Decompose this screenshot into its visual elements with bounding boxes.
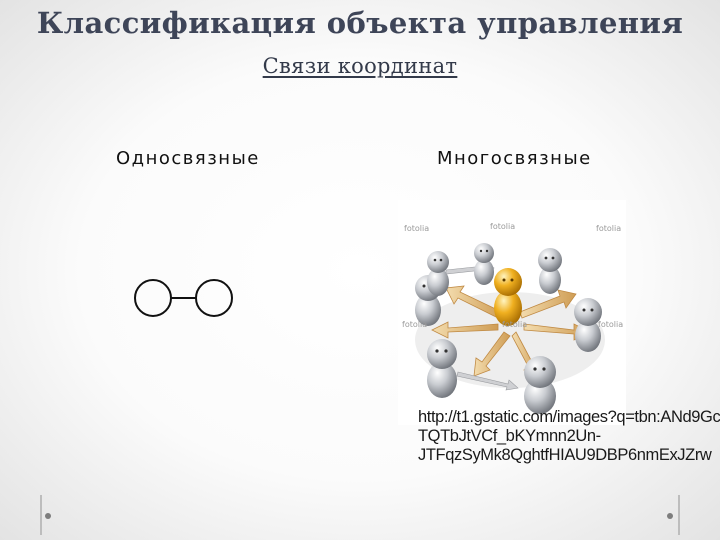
right-node-circle xyxy=(195,279,233,317)
slide-subtitle: Связи координат xyxy=(262,54,458,78)
slide-title: Классификация объекта управления xyxy=(36,6,684,40)
central-gold-figure xyxy=(494,268,522,326)
figure-upper-center xyxy=(474,243,494,285)
arrow-down-left xyxy=(473,331,511,377)
corner-bar-left xyxy=(40,495,42,535)
watermark-top-right: fotolia xyxy=(596,224,622,233)
watermark-top-left: fotolia xyxy=(404,224,430,233)
arrow-left xyxy=(431,321,499,339)
url-line-1: http://t1.gstatic.com/images?q=tbn:ANd9G… xyxy=(418,408,720,426)
floor-shadow xyxy=(415,292,605,388)
watermark-mid-right: fotolia xyxy=(598,320,624,329)
corner-bar-right xyxy=(678,495,680,535)
url-line-3: JTFqzSyMk8QghtfHIAU9DBP6nmExJZrw xyxy=(418,446,712,464)
left-node-circle xyxy=(134,279,172,317)
url-line-2: TQTbJtVCf_bKYmnn2Un- xyxy=(418,427,601,445)
single-connection-diagram xyxy=(134,279,233,317)
arrow-left-up xyxy=(445,285,503,319)
network-figures-image: fotolia fotolia fotolia fotolia fotolia … xyxy=(398,200,626,425)
single-connected-label: Односвязные xyxy=(116,148,260,169)
figure-right xyxy=(574,298,602,352)
image-source-url: http://t1.gstatic.com/images?q=tbn:ANd9G… xyxy=(418,408,720,465)
figure-bottom-center xyxy=(524,356,556,414)
corner-dot-left xyxy=(45,513,51,519)
multi-connected-label: Многосвязные xyxy=(437,148,592,169)
outer-arrow-bottom xyxy=(456,371,519,391)
watermark-mid-left: fotolia xyxy=(402,320,428,329)
arrow-right-up xyxy=(519,289,577,319)
watermark-top-center: fotolia xyxy=(490,222,516,231)
figure-bottom-left xyxy=(427,339,457,398)
watermark-mid-center: fotolia xyxy=(502,320,528,329)
network-illustration xyxy=(415,243,605,414)
corner-dot-right xyxy=(667,513,673,519)
figure-upper-right xyxy=(538,248,562,294)
figure-upper-left xyxy=(427,251,449,296)
